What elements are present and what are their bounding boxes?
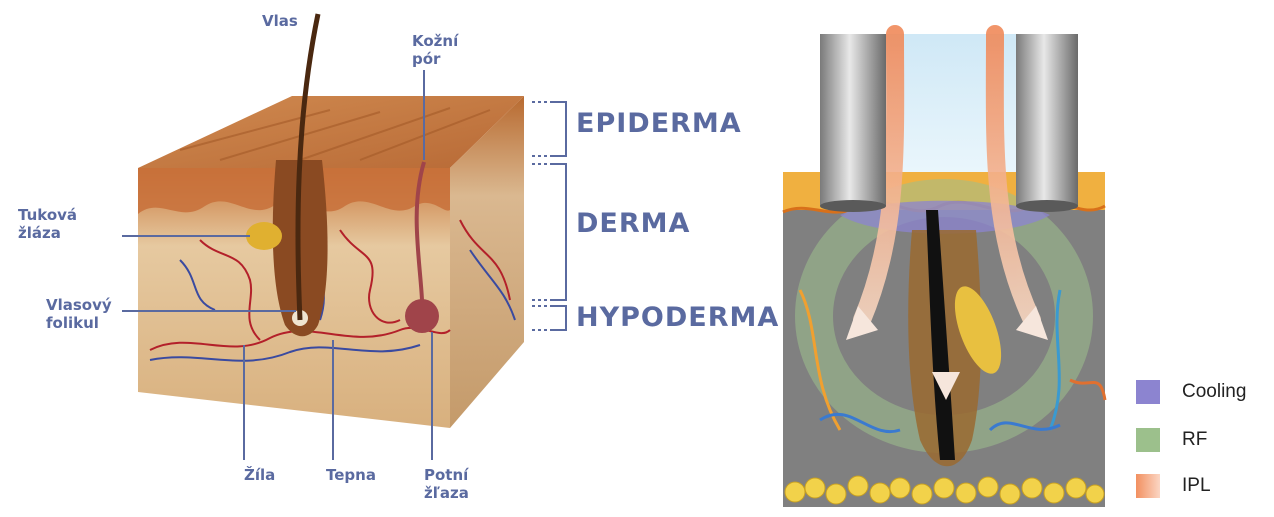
layer-epidermis: EPIDERMA [576,108,742,139]
label-sweat-gland: Potní žľaza [424,466,469,502]
label-artery: Tepna [326,466,376,484]
label-follicle-line1: Vlasový [46,296,112,314]
label-vein: Žíla [244,466,275,484]
treatment-scene [783,34,1105,507]
label-skin-pore-line1: Kožní [412,32,458,50]
legend-label-rf: RF [1182,429,1207,451]
label-sebaceous-line1: Tuková [18,206,77,224]
layer-dermis: DERMA [576,208,690,239]
applicator-right [1016,34,1078,206]
applicator-left [820,34,886,206]
label-sweat-line2: žľaza [424,484,469,502]
label-skin-pore-line2: pór [412,50,458,68]
legend-swatch-rf [1136,428,1160,452]
skin-block [138,14,524,428]
sweat-gland [405,299,439,333]
legend-label-ipl: IPL [1182,475,1211,497]
legend-swatch-cooling [1136,380,1160,404]
label-hair: Vlas [262,12,298,30]
label-sweat-line1: Potní [424,466,469,484]
legend-item-cooling: Cooling [1136,380,1246,404]
layer-hypodermis: HYPODERMA [576,302,779,333]
label-skin-pore: Kožní pór [412,32,458,68]
applicator-left-tip [820,200,886,212]
layer-brackets [532,102,566,330]
label-sebaceous-gland: Tuková žláza [18,206,77,242]
label-hair-follicle: Vlasový folikul [46,296,112,332]
sebaceous-gland [246,222,282,250]
applicator-right-tip [1016,200,1078,212]
label-follicle-line2: folikul [46,314,112,332]
label-sebaceous-line2: žláza [18,224,77,242]
legend-item-rf: RF [1136,428,1207,452]
legend-item-ipl: IPL [1136,474,1211,498]
legend-swatch-ipl [1136,474,1160,498]
legend-label-cooling: Cooling [1182,381,1246,403]
